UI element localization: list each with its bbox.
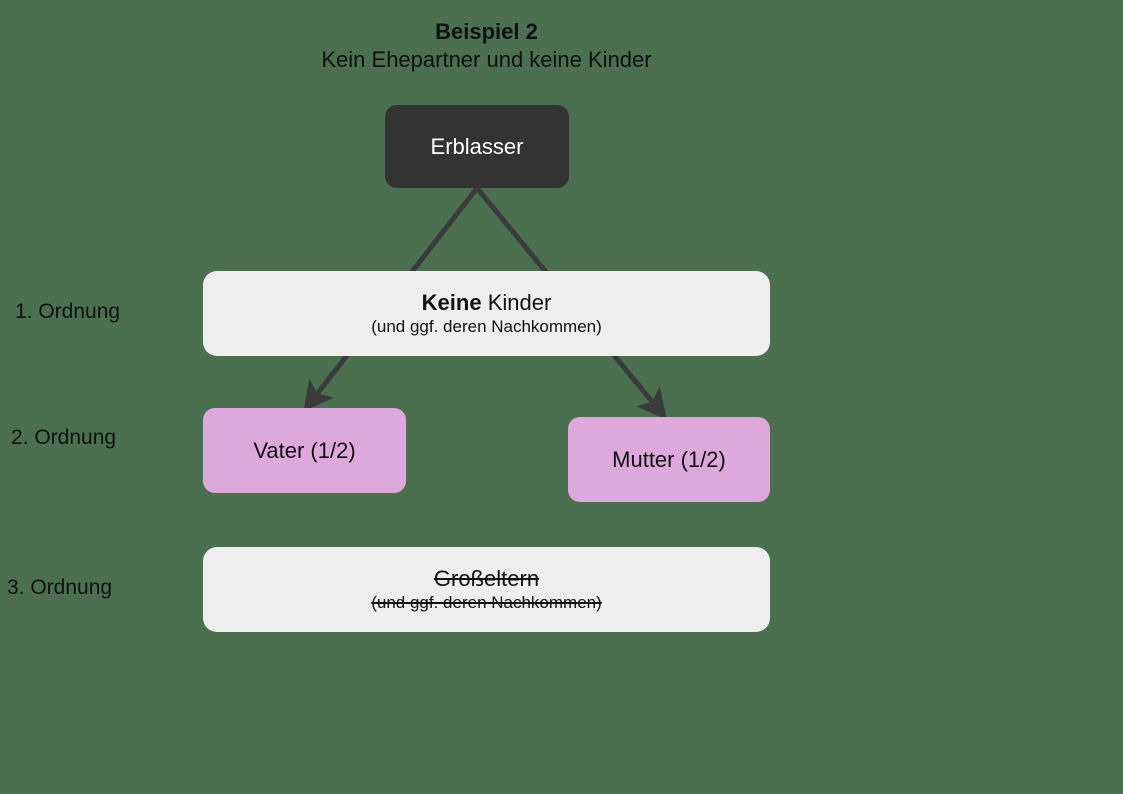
first-order-kinder-word: Kinder bbox=[481, 289, 552, 315]
page-title: Beispiel 2 bbox=[435, 19, 538, 44]
node-mutter-label: Mutter (1/2) bbox=[612, 446, 726, 472]
first-order-keine-word: Keine bbox=[421, 289, 482, 315]
node-erblasser[interactable]: Erblasser bbox=[385, 105, 569, 188]
node-vater-label: Vater (1/2) bbox=[253, 437, 356, 463]
first-order-primary-line: Keine Kinder bbox=[422, 290, 552, 316]
node-vater[interactable]: Vater (1/2) bbox=[203, 408, 406, 493]
first-order-secondary-line: (und ggf. deren Nachkommen) bbox=[371, 316, 602, 336]
order-label-first: 1. Ordnung bbox=[15, 300, 121, 323]
node-mutter[interactable]: Mutter (1/2) bbox=[568, 417, 770, 502]
node-first-order-children[interactable]: Keine Kinder (und ggf. deren Nachkommen) bbox=[203, 271, 770, 356]
order-label-second: 2. Ordnung bbox=[11, 426, 117, 449]
page-subtitle: Kein Ehepartner und keine Kinder bbox=[321, 47, 652, 72]
title-block: Beispiel 2 Kein Ehepartner und keine Kin… bbox=[0, 18, 973, 74]
node-third-order-grandparents[interactable]: Großeltern (und ggf. deren Nachkommen) bbox=[203, 547, 770, 632]
node-erblasser-label: Erblasser bbox=[430, 133, 524, 159]
third-order-primary-line: Großeltern bbox=[433, 565, 540, 591]
order-label-third: 3. Ordnung bbox=[7, 576, 113, 599]
third-order-secondary-line: (und ggf. deren Nachkommen) bbox=[371, 592, 602, 612]
